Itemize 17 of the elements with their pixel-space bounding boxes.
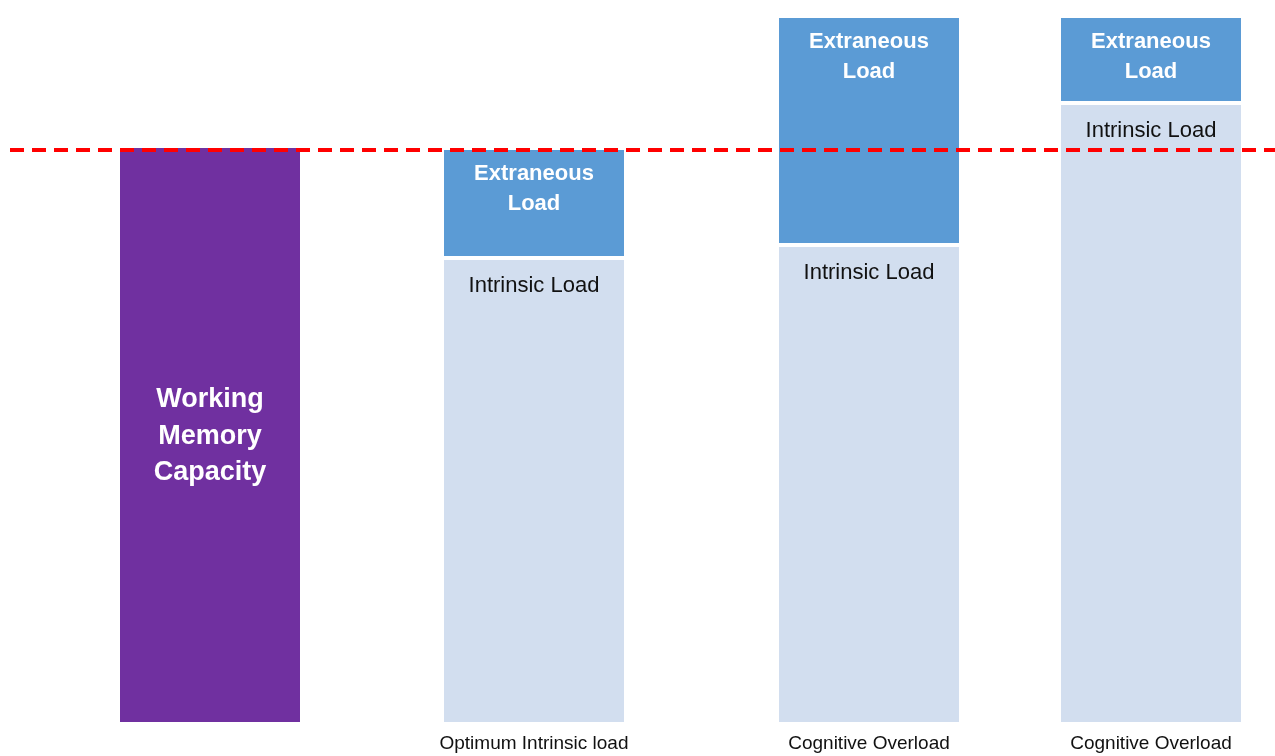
segment-label: Working Memory Capacity xyxy=(152,382,268,489)
segment-label: Extraneous Load xyxy=(808,27,930,85)
segment-label: Extraneous Load xyxy=(1090,27,1212,85)
intrinsic-load-segment xyxy=(444,260,624,722)
segment-label: Intrinsic Load xyxy=(803,258,935,286)
extraneous-load-segment xyxy=(444,150,624,256)
column-caption: Cognitive Overload xyxy=(787,732,951,754)
extraneous-load-segment xyxy=(1061,18,1241,101)
column-caption: Optimum Intrinsic load xyxy=(438,732,630,754)
segment-label: Intrinsic Load xyxy=(468,271,600,299)
segment-label: Extraneous Load xyxy=(473,159,595,217)
column-caption: Cognitive Overload xyxy=(1069,732,1233,754)
intrinsic-load-segment xyxy=(1061,105,1241,722)
capacity-bar xyxy=(120,148,300,722)
extraneous-load-segment xyxy=(779,18,959,243)
intrinsic-load-segment xyxy=(779,247,959,722)
segment-label: Intrinsic Load xyxy=(1085,116,1217,144)
